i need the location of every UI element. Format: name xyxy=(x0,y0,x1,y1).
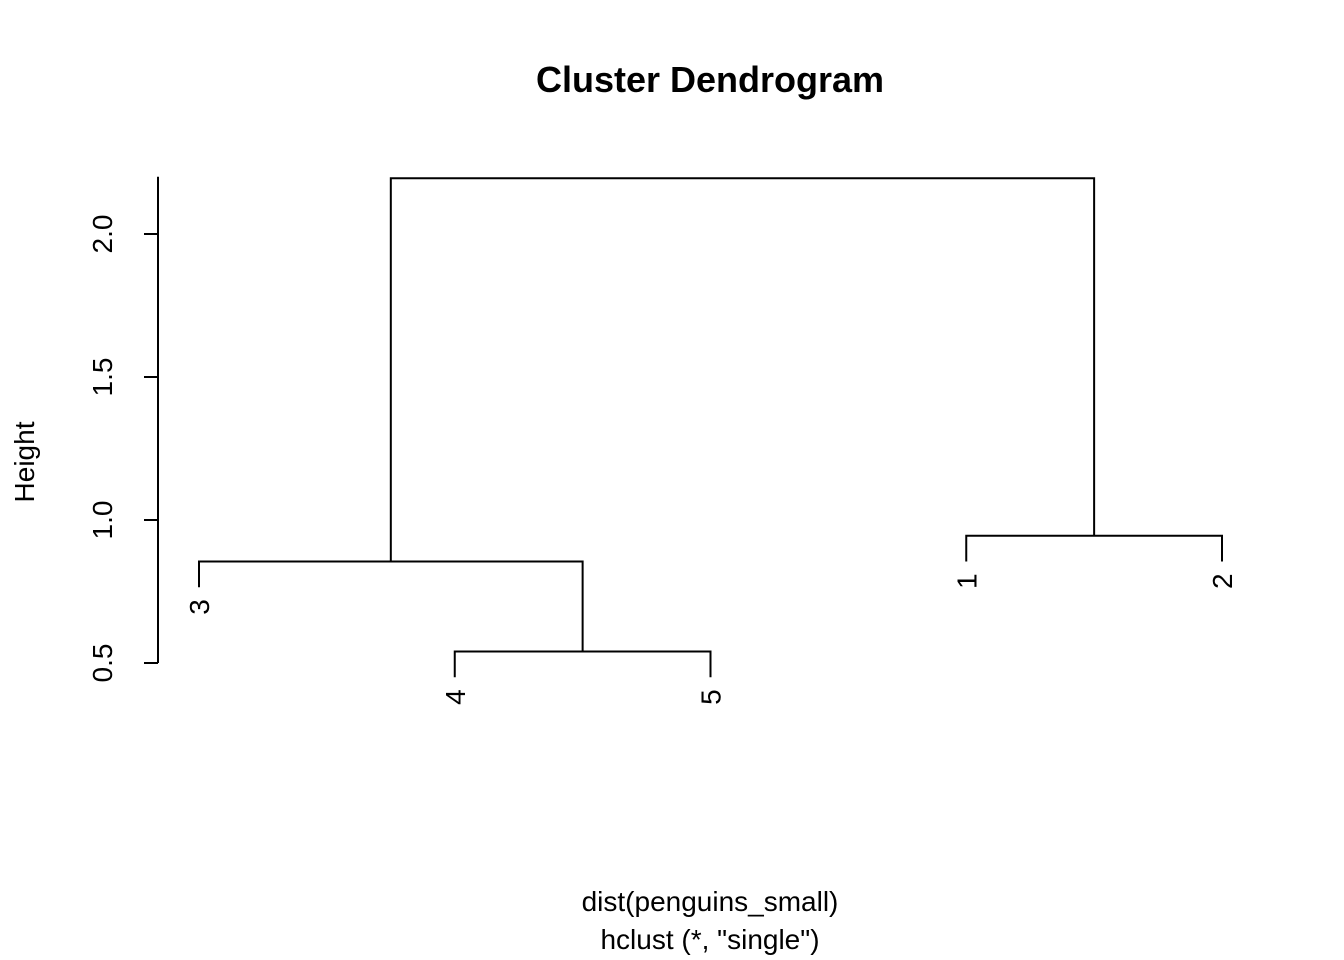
chart-title: Cluster Dendrogram xyxy=(536,59,884,100)
leaf-label: 3 xyxy=(184,599,215,615)
dendrogram-branch-m3 xyxy=(965,534,1223,562)
method-label: hclust (*, "single") xyxy=(600,924,819,955)
dendrogram-branches xyxy=(198,177,1223,678)
leaf-label: 5 xyxy=(696,689,727,705)
leaf-label: 1 xyxy=(951,573,982,589)
leaf-labels: 3 4 5 1 2 xyxy=(184,573,1238,704)
leaf-label: 4 xyxy=(440,689,471,705)
x-axis-label: dist(penguins_small) xyxy=(582,886,839,917)
y-tick-label: 1.0 xyxy=(87,501,118,540)
dendrogram-branch-m1 xyxy=(453,650,712,678)
dendrogram-branch-m2 xyxy=(198,560,584,652)
y-tick-label: 0.5 xyxy=(87,644,118,683)
dendrogram-branch-m4 xyxy=(389,177,1096,562)
y-axis-label: Height xyxy=(9,421,40,502)
y-tick-label: 1.5 xyxy=(87,358,118,397)
y-tick-label: 2.0 xyxy=(87,215,118,254)
y-axis: 0.5 1.0 1.5 2.0 xyxy=(87,176,159,683)
leaf-label: 2 xyxy=(1207,573,1238,589)
